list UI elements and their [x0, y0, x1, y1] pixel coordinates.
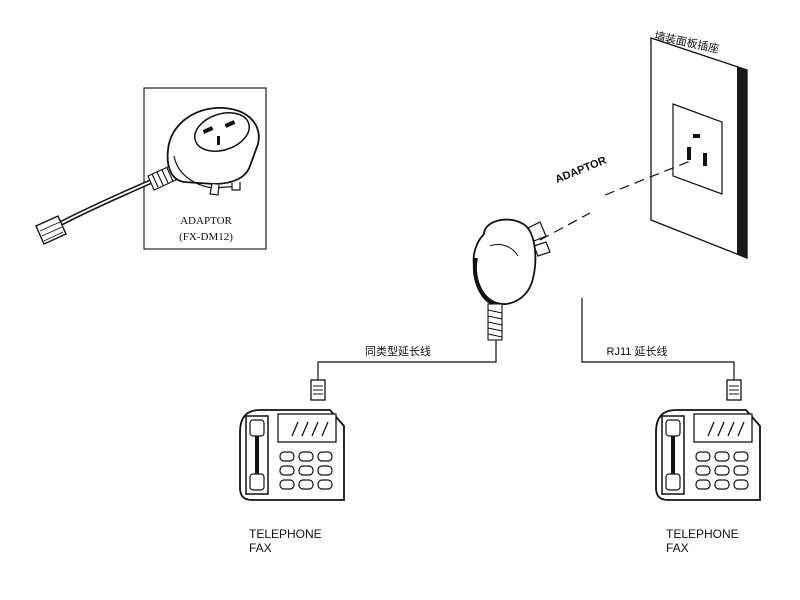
wall-socket-icon	[687, 134, 707, 166]
adaptor-plug-icon	[472, 218, 551, 341]
telephone-right-icon	[654, 408, 762, 502]
cable-right-label: RJ11 延长线	[607, 344, 668, 358]
fax-right-label: FAX	[666, 541, 689, 555]
adaptor-name-label: ADAPTOR	[180, 215, 232, 227]
cable-left-label: 同类型延长线	[365, 344, 431, 358]
rj11-plug-left-icon	[310, 379, 326, 401]
connection-dash-lower	[539, 212, 591, 241]
wall-socket-plate	[672, 103, 723, 195]
telephone-right-label: TELEPHONE	[666, 527, 739, 541]
wall-panel: 墙装面板插座	[650, 28, 748, 259]
rj11-plug-right-icon	[726, 379, 742, 401]
adaptor-model-label: (FX-DM12)	[179, 231, 233, 243]
rj11-plug-icon	[35, 215, 67, 245]
cable-right-line	[581, 298, 735, 380]
adaptor-inset: ADAPTOR (FX-DM12)	[35, 87, 267, 250]
telephone-left-icon	[238, 408, 346, 502]
telephone-left-label: TELEPHONE	[249, 527, 322, 541]
cable-strain-relief	[147, 165, 177, 191]
cable-left-line	[317, 340, 497, 380]
adaptor-body-icon	[166, 107, 260, 196]
adaptor-callout-label: ADAPTOR	[554, 154, 609, 185]
fax-left-label: FAX	[249, 541, 272, 555]
